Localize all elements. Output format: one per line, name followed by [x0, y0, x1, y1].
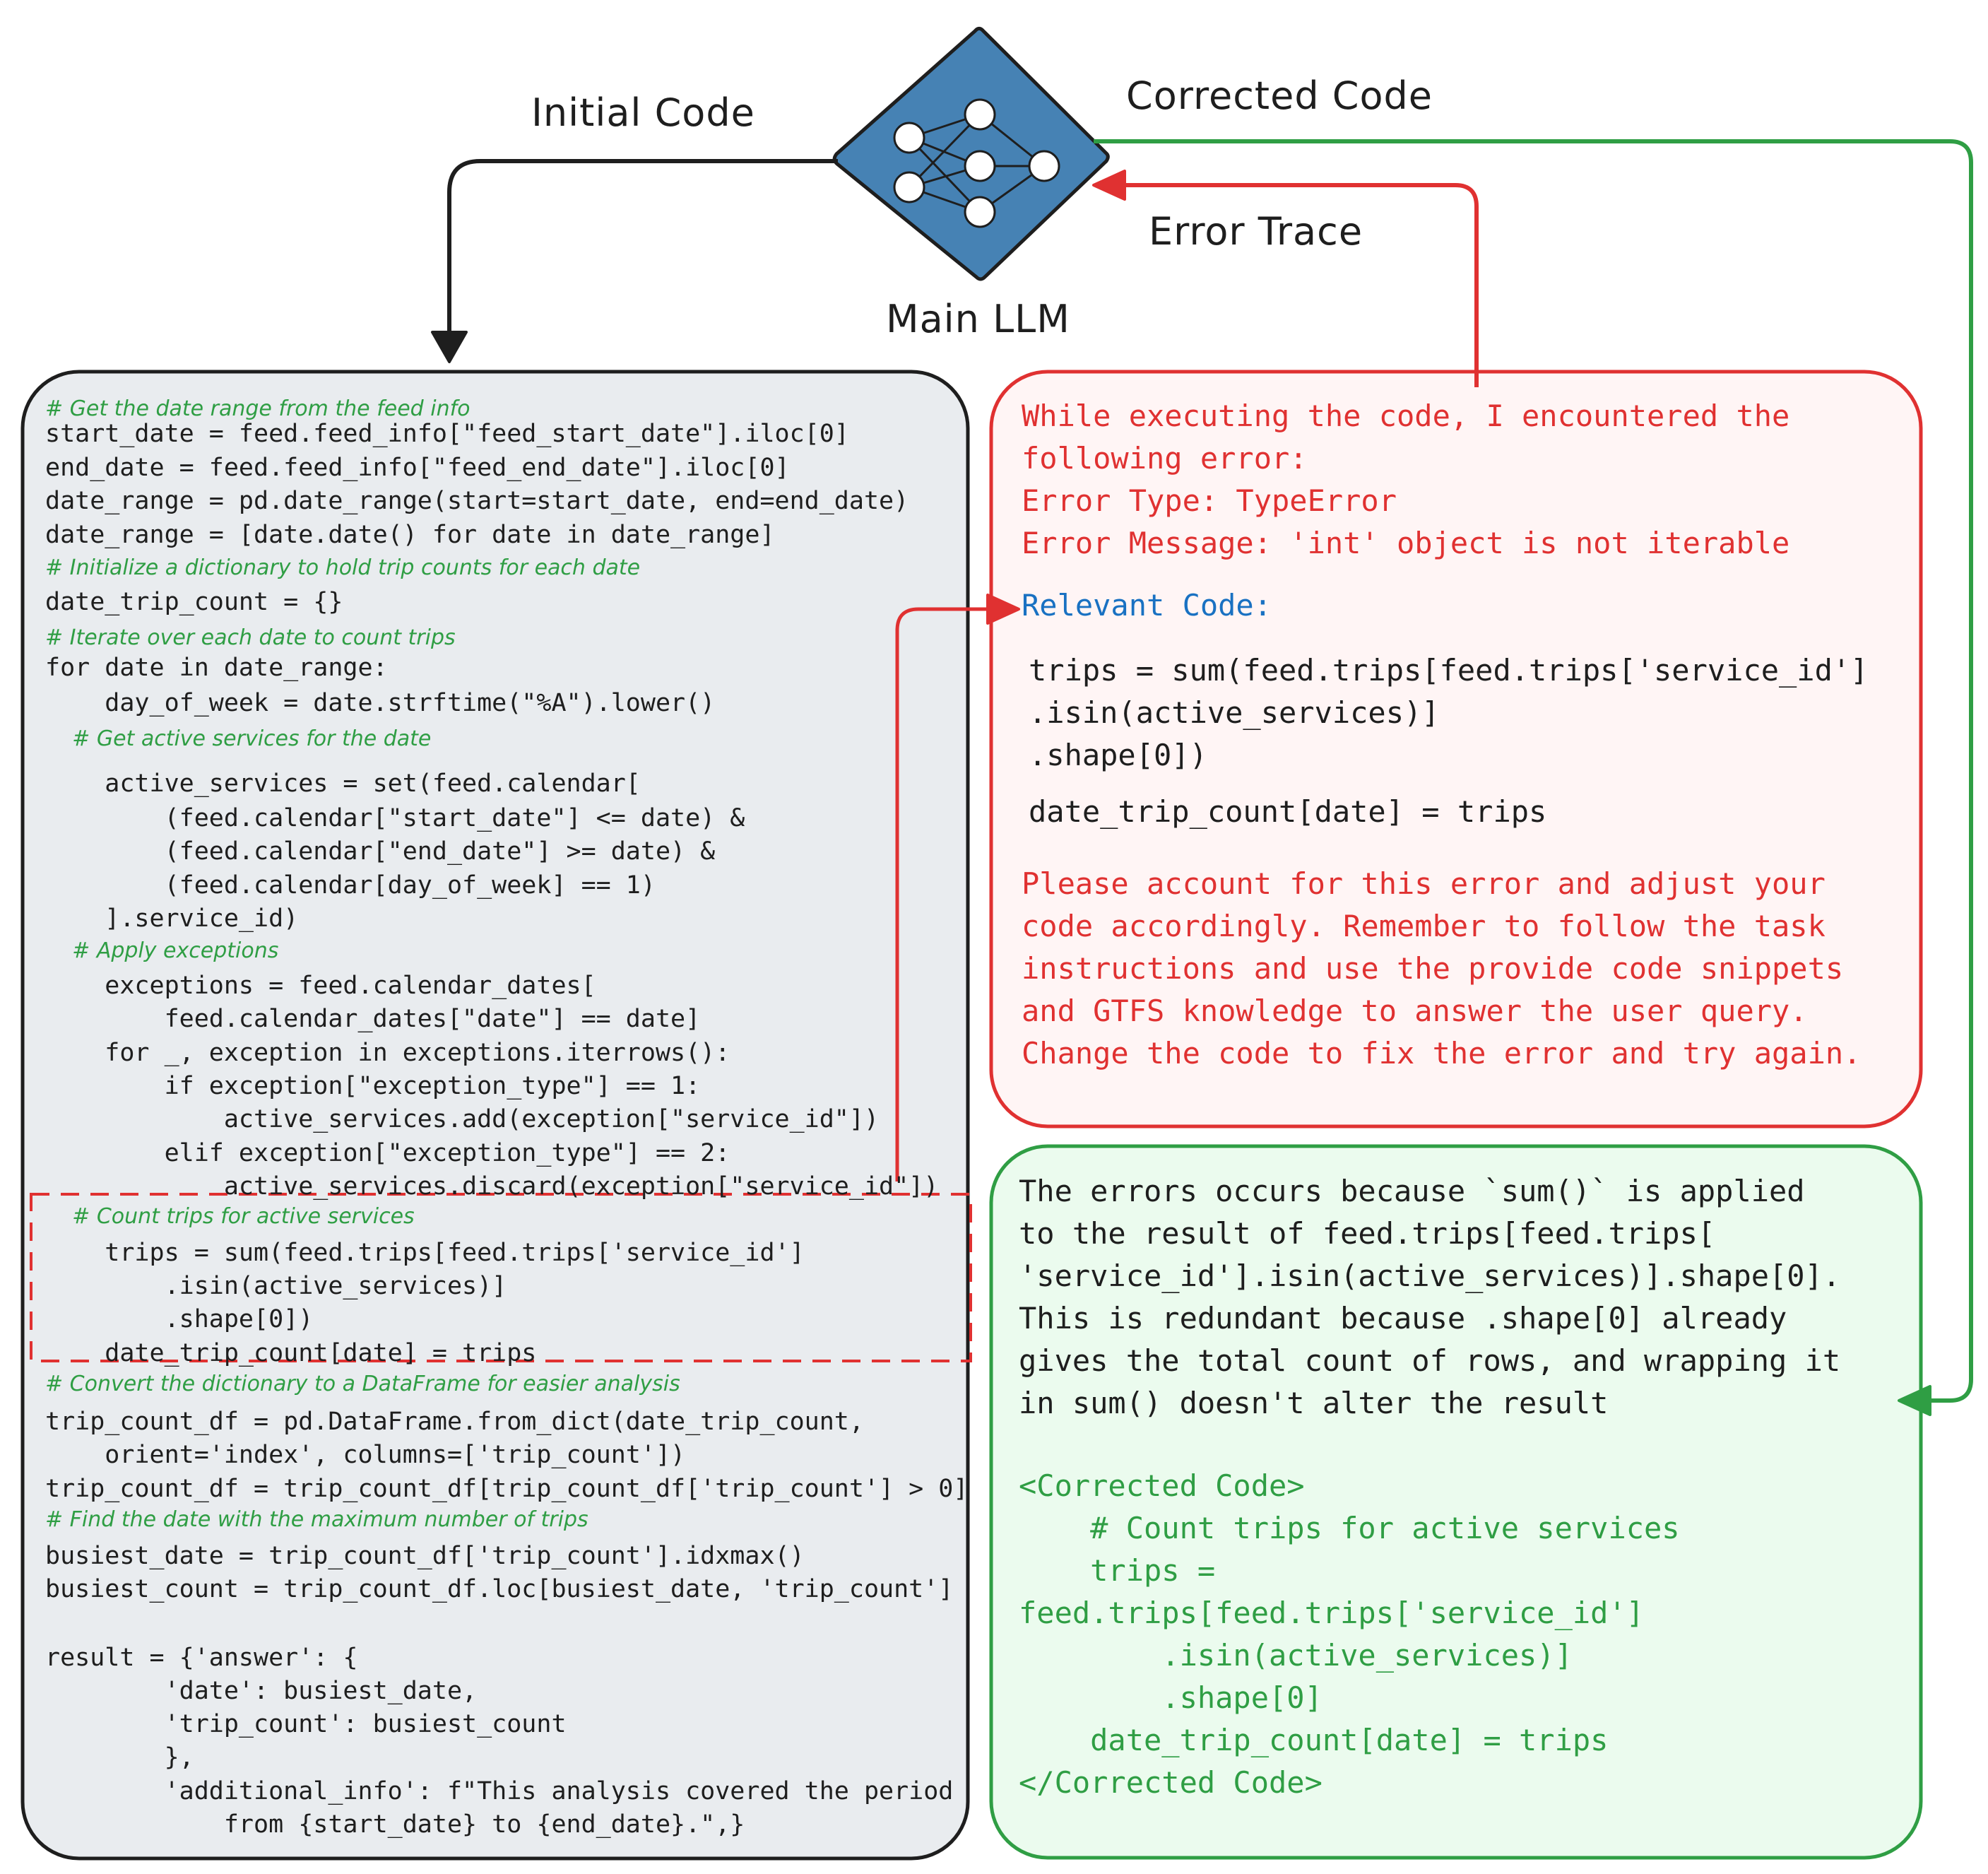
- code-line: trip_count_df = pd.DataFrame.from_dict(d…: [45, 1408, 864, 1436]
- code-line: from {start_date} to {end_date}.",}: [45, 1810, 745, 1839]
- code-line: start_date = feed.feed_info["feed_start_…: [45, 420, 849, 448]
- relevant-code-line: date_trip_count[date] = trips: [1029, 794, 1547, 829]
- corrected-code-label: Corrected Code: [1126, 73, 1433, 118]
- code-line: for _, exception in exceptions.iterrows(…: [45, 1039, 730, 1067]
- explanation-line: to the result of feed.trips[feed.trips[: [1019, 1216, 1716, 1251]
- explanation-line: gives the total count of rows, and wrapp…: [1019, 1343, 1841, 1378]
- code-line: busiest_count = trip_count_df.loc[busies…: [45, 1575, 954, 1603]
- neural-network-icon: [893, 98, 1060, 228]
- code-line: orient='index', columns=['trip_count']): [45, 1441, 686, 1469]
- explanation-line: This is redundant because .shape[0] alre…: [1019, 1301, 1787, 1336]
- code-comment: # Get the date range from the feed info: [45, 396, 471, 421]
- code-line: if exception["exception_type"] == 1:: [45, 1072, 701, 1100]
- code-line: trips = sum(feed.trips[feed.trips['servi…: [45, 1239, 805, 1267]
- relevant-code-line: trips = sum(feed.trips[feed.trips['servi…: [1029, 653, 1869, 688]
- code-line: 'additional_info': f"This analysis cover…: [45, 1777, 954, 1805]
- explanation-line: 'service_id'].isin(active_services)].sha…: [1019, 1259, 1841, 1293]
- error-message-line: following error:: [1022, 441, 1308, 476]
- code-comment: # Iterate over each date to count trips: [45, 625, 456, 650]
- code-comment: # Convert the dictionary to a DataFrame …: [45, 1372, 680, 1396]
- code-line: for date in date_range:: [45, 654, 388, 682]
- code-line: date_trip_count = {}: [45, 588, 343, 616]
- faulty-code-highlight: [30, 1193, 972, 1362]
- corrected-code-line: feed.trips[feed.trips['service_id']: [1019, 1596, 1645, 1630]
- relevant-code-label: Relevant Code:: [1022, 588, 1272, 623]
- code-line: exceptions = feed.calendar_dates[: [45, 972, 596, 1000]
- relevant-code-line: .shape[0]): [1029, 738, 1207, 772]
- corrected-code-line: trips =: [1019, 1553, 1216, 1588]
- corrected-code-line: .isin(active_services)]: [1019, 1638, 1573, 1673]
- main-llm-label: Main LLM: [886, 297, 1070, 341]
- code-line: active_services.add(exception["service_i…: [45, 1105, 880, 1133]
- code-line: },: [45, 1743, 194, 1772]
- corrected-code-line: # Count trips for active services: [1019, 1511, 1680, 1545]
- code-comment: # Apply exceptions: [45, 938, 279, 963]
- instruction-line: and GTFS knowledge to answer the user qu…: [1022, 994, 1808, 1028]
- code-line: 'trip_count': busiest_count: [45, 1710, 567, 1738]
- initial-code-arrow: [431, 159, 838, 363]
- instruction-line: Please account for this error and adjust…: [1022, 866, 1826, 901]
- code-line: (feed.calendar["end_date"] >= date) &: [45, 837, 716, 866]
- explanation-line: in sum() doesn't alter the result: [1019, 1386, 1609, 1420]
- code-comment: # Count trips for active services: [45, 1204, 415, 1229]
- error-message-line: Error Type: TypeError: [1022, 483, 1397, 518]
- corrected-code-arrow: [1094, 139, 1973, 1416]
- corrected-code-line: date_trip_count[date] = trips: [1019, 1723, 1609, 1757]
- error-trace-label: Error Trace: [1149, 209, 1363, 254]
- code-line: active_services = set(feed.calendar[: [45, 770, 641, 798]
- code-line: date_range = [date.date() for date in da…: [45, 521, 775, 549]
- code-line: (feed.calendar[day_of_week] == 1): [45, 871, 656, 900]
- corrected-code-line: .shape[0]: [1019, 1680, 1323, 1715]
- code-line: .isin(active_services)]: [45, 1272, 507, 1300]
- code-line: 'date': busiest_date,: [45, 1677, 478, 1705]
- code-line: feed.calendar_dates["date"] == date]: [45, 1005, 701, 1033]
- code-line: trip_count_df = trip_count_df[trip_count…: [45, 1475, 969, 1503]
- code-comment: # Initialize a dictionary to hold trip c…: [45, 555, 641, 580]
- corrected-code-line: <Corrected Code>: [1019, 1468, 1305, 1503]
- code-line: date_range = pd.date_range(start=start_d…: [45, 487, 909, 515]
- error-trace-arrow: [1092, 170, 1479, 387]
- initial-code-label: Initial Code: [531, 90, 755, 135]
- explanation-line: The errors occurs because `sum()` is app…: [1019, 1174, 1805, 1208]
- code-line: busiest_date = trip_count_df['trip_count…: [45, 1542, 805, 1570]
- error-trace-box: [989, 370, 1923, 1128]
- code-comment: # Get active services for the date: [45, 726, 432, 751]
- instruction-line: code accordingly. Remember to follow the…: [1022, 909, 1826, 943]
- instruction-line: Change the code to fix the error and try…: [1022, 1036, 1862, 1071]
- instruction-line: instructions and use the provide code sn…: [1022, 951, 1844, 986]
- code-line: .shape[0]): [45, 1305, 314, 1333]
- code-line: day_of_week = date.strftime("%A").lower(…: [45, 689, 716, 717]
- code-line: end_date = feed.feed_info["feed_end_date…: [45, 454, 790, 482]
- corrected-code-line: </Corrected Code>: [1019, 1765, 1323, 1800]
- error-message-line: Error Message: 'int' object is not itera…: [1022, 526, 1790, 560]
- initial-code-box: [20, 370, 970, 1861]
- code-line: active_services.discard(exception["servi…: [45, 1172, 939, 1201]
- relevant-code-line: .isin(active_services)]: [1029, 695, 1440, 730]
- code-line: date_trip_count[date] = trips: [45, 1339, 537, 1367]
- faulty-code-link-arrow: [895, 594, 1020, 1181]
- error-message-line: While executing the code, I encountered …: [1022, 399, 1790, 433]
- code-comment: # Find the date with the maximum number …: [45, 1507, 588, 1532]
- corrected-code-box: [989, 1144, 1923, 1860]
- code-line: (feed.calendar["start_date"] <= date) &: [45, 804, 745, 832]
- code-line: elif exception["exception_type"] == 2:: [45, 1139, 730, 1167]
- main-llm-icon: [832, 26, 1110, 281]
- code-line: ].service_id): [45, 904, 299, 933]
- code-line: result = {'answer': {: [45, 1644, 358, 1672]
